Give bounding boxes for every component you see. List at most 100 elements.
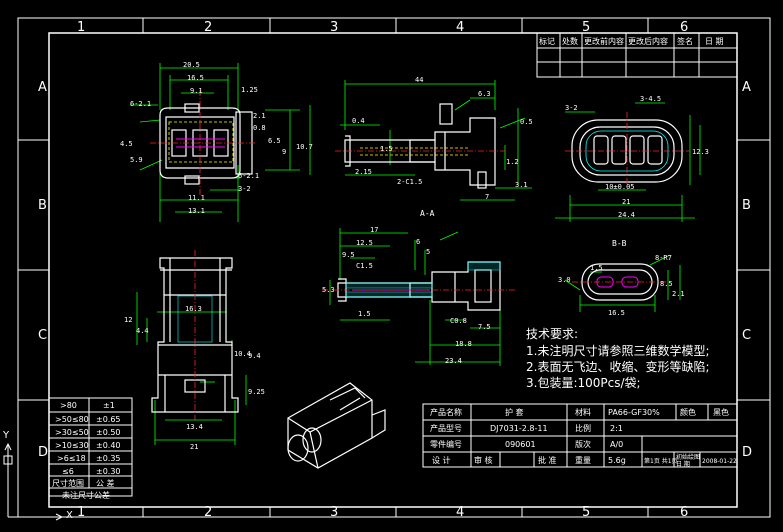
tb-material-label: 材料 xyxy=(575,408,591,417)
tb-material-value: PA66-GF30% xyxy=(608,408,660,417)
tolerance-table-lines xyxy=(48,397,133,497)
zone-col-5: 5 xyxy=(582,20,591,35)
dim-sa-9: 7.5 xyxy=(478,323,491,331)
tb-part-no-value: 090601 xyxy=(505,440,536,449)
revision-table-lines xyxy=(536,32,738,78)
zone-row-a-right: A xyxy=(742,80,751,95)
tol-value-3: ±0.40 xyxy=(96,441,121,450)
dim-front-5: 4.5 xyxy=(120,140,133,148)
tb-date-value: 2008-01-22 xyxy=(702,458,737,465)
dim-front-1: 16.5 xyxy=(187,74,204,82)
dim-side-0: 44 xyxy=(415,76,424,84)
dim-sa-8: C0.8 xyxy=(450,317,467,325)
tb-product-name-label: 产品名称 xyxy=(430,408,462,417)
dim-lower-1: 12 xyxy=(124,316,133,324)
tb-date-label: 初始绘图日 期 xyxy=(676,454,701,468)
tech-notes-title: 技术要求: xyxy=(526,327,579,341)
dim-front-8: 10.7 xyxy=(296,143,313,151)
dim-side-1: 6.3 xyxy=(478,90,491,98)
tb-scale-value: 2:1 xyxy=(610,424,623,433)
dim-end-1: 3-4.5 xyxy=(640,95,662,103)
dim-side-8: 1.2 xyxy=(506,158,519,166)
end-view xyxy=(555,102,701,222)
tb-color-label: 颜色 xyxy=(680,408,696,417)
dim-sa-0: 17 xyxy=(370,226,379,234)
tol-range-4: >6≤18 xyxy=(57,454,86,463)
dim-side-3: 0.5 xyxy=(520,118,533,126)
dim-sa-7: 1.5 xyxy=(358,310,371,318)
dim-front-7: 9 xyxy=(282,148,287,156)
zone-row-b: B xyxy=(38,198,47,213)
rev-header-before: 更改前内容 xyxy=(584,37,624,46)
rev-header-mark: 标记 xyxy=(539,37,555,46)
ucs-x-label: X xyxy=(66,510,73,521)
ucs-y-label: Y xyxy=(3,430,10,441)
zone-col-6: 6 xyxy=(680,20,689,35)
dim-sa-6: 5.3 xyxy=(322,286,335,294)
dim-sa-10: 18.8 xyxy=(455,340,472,348)
tb-weight-label: 重量 xyxy=(575,456,591,465)
title-block-lines xyxy=(422,403,738,468)
dim-front-12: 6-2.1 xyxy=(238,172,260,180)
zone-col-5-bottom: 5 xyxy=(582,505,591,520)
ucs-icon xyxy=(3,442,64,521)
dim-front-2: 9.1 xyxy=(190,87,203,95)
dim-front-13: 3-2 xyxy=(238,185,251,193)
dim-front-3: 1.25 xyxy=(241,86,258,94)
dim-lower-5: 9.25 xyxy=(248,388,265,396)
zone-col-6-bottom: 6 xyxy=(680,505,689,520)
front-view xyxy=(130,63,311,222)
tol-value-2: ±0.50 xyxy=(96,428,121,437)
dim-lower-2: 4.4 xyxy=(136,327,149,335)
dim-sb-1: 16.5 xyxy=(608,309,625,317)
dim-side-6: 7 xyxy=(485,193,490,201)
zone-col-1-bottom: 1 xyxy=(77,505,86,520)
tol-value-1: ±0.65 xyxy=(96,415,121,424)
tol-range-3: >10≤30 xyxy=(55,441,89,450)
tb-design-label: 设 计 xyxy=(432,456,451,465)
dim-lower-6: 13.4 xyxy=(186,423,203,431)
zone-row-b-right: B xyxy=(742,198,751,213)
tech-note-2: 2.表面无飞边、收缩、变形等缺陷; xyxy=(526,360,710,374)
tb-weight-value: 5.6g xyxy=(608,456,626,465)
dim-sb-4: 3.0 xyxy=(558,276,571,284)
dim-front-9: 6.5 xyxy=(268,137,281,145)
tb-scale-label: 比例 xyxy=(575,424,591,433)
tol-value-0: ±1 xyxy=(103,401,115,410)
dim-end-0: 3-2 xyxy=(565,104,578,112)
dim-front-10: 2.1 xyxy=(253,112,266,120)
tb-version-label: 版次 xyxy=(575,440,591,449)
zone-col-3-bottom: 3 xyxy=(330,505,339,520)
tb-version-value: A/0 xyxy=(610,440,624,449)
zone-row-d-right: D xyxy=(742,445,753,460)
tol-value-5: ±0.30 xyxy=(96,467,121,476)
dim-sa-1: 12.5 xyxy=(356,239,373,247)
zone-row-c-right: C xyxy=(742,328,752,343)
dim-front-6: 5.9 xyxy=(130,156,143,164)
tol-range-0: >80 xyxy=(60,401,77,410)
dim-side-9: 1.5 xyxy=(380,145,393,153)
tol-value-4: ±0.35 xyxy=(96,454,121,463)
side-view xyxy=(335,80,532,201)
rev-header-count: 处数 xyxy=(562,37,578,46)
tech-note-3: 3.包装量:100Pcs/袋; xyxy=(526,376,641,390)
outer-frame xyxy=(17,17,771,518)
dim-front-4: 6-2.1 xyxy=(130,100,152,108)
tb-sheet-value: 第1页 共1页 xyxy=(644,458,678,465)
dim-sa-5: C1.5 xyxy=(356,262,373,270)
lower-side-view xyxy=(136,250,247,445)
zone-col-1: 1 xyxy=(77,20,86,35)
zone-row-c: C xyxy=(38,328,48,343)
tb-part-no-label: 零件编号 xyxy=(430,440,462,449)
dim-end-5: 12.3 xyxy=(692,148,709,156)
dim-lower-4: 9.4 xyxy=(248,352,261,360)
zone-col-4: 4 xyxy=(456,20,465,35)
tb-model-label: 产品型号 xyxy=(430,424,462,433)
tb-color-value: 黑色 xyxy=(713,408,729,417)
zone-col-4-bottom: 4 xyxy=(456,505,465,520)
zone-col-2-bottom: 2 xyxy=(204,505,213,520)
dim-front-14: 11.1 xyxy=(188,194,205,202)
dim-end-2: 10±0.05 xyxy=(605,183,635,191)
dim-sb-2: 8.5 xyxy=(660,280,673,288)
